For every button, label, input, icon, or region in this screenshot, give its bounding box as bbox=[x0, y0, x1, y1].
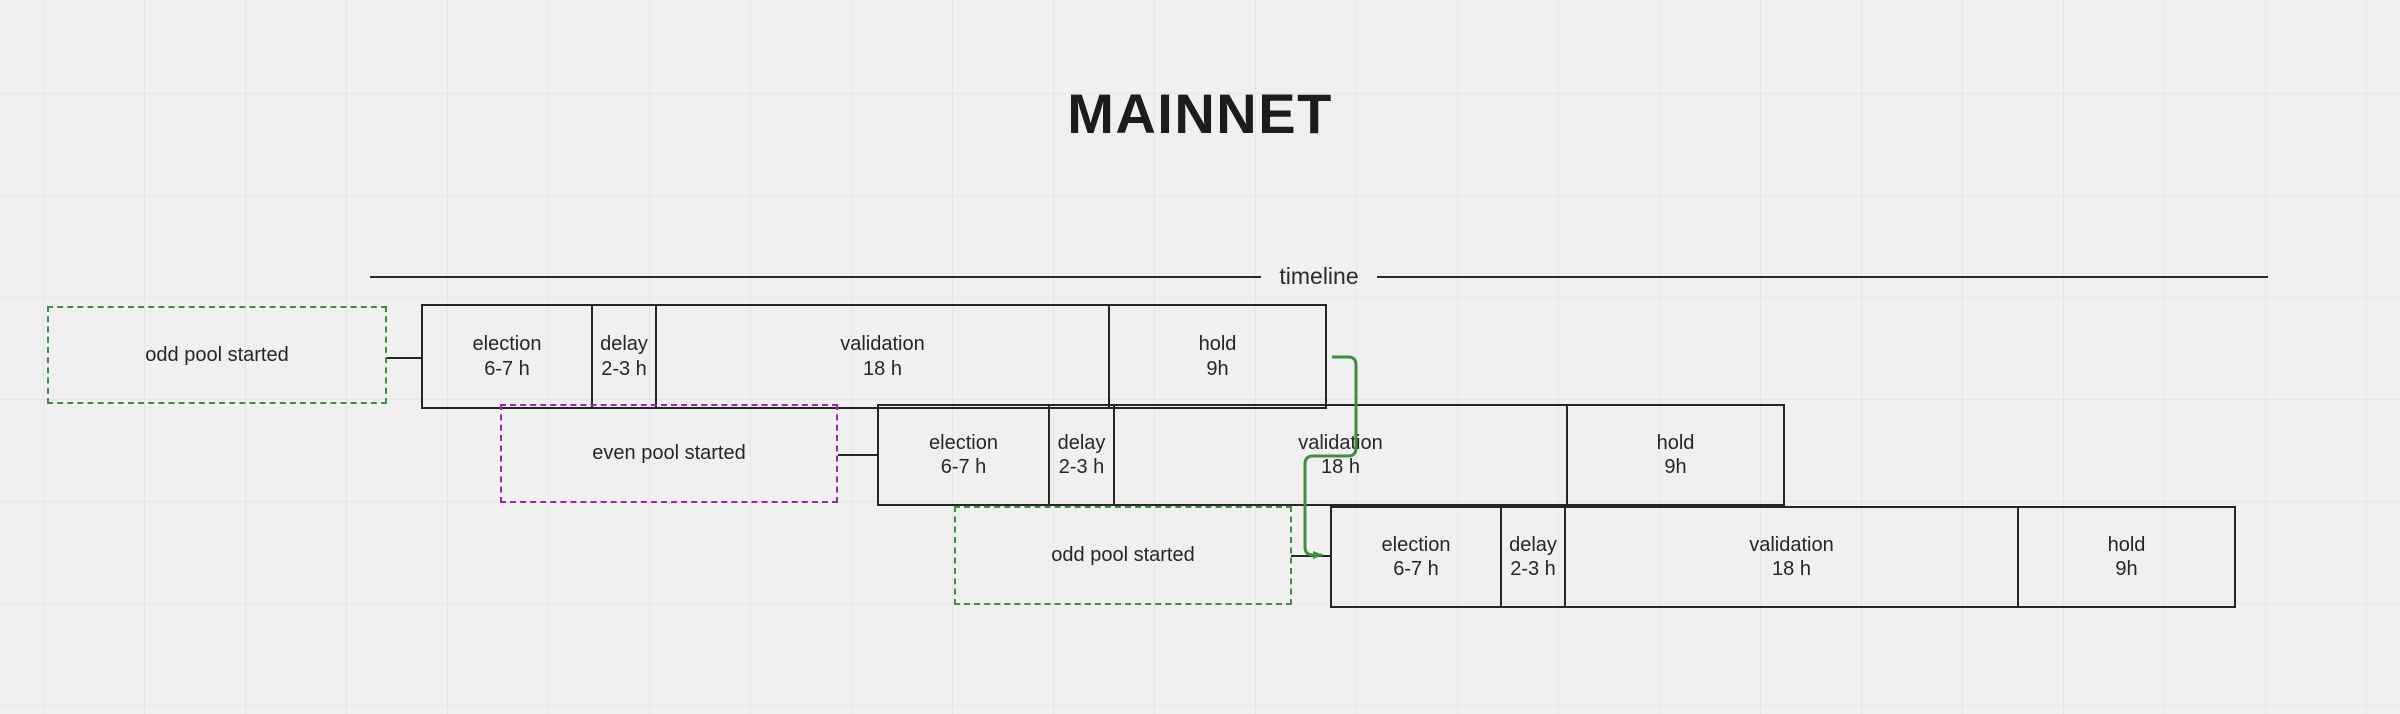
phase-duration: 9h bbox=[1664, 456, 1687, 478]
phase-name: election bbox=[1381, 533, 1451, 556]
page-title: MAINNET bbox=[1067, 82, 1333, 145]
phase-duration: 18 h bbox=[1772, 558, 1811, 580]
phase-name: delay bbox=[1509, 533, 1557, 556]
phase-duration: 6-7 h bbox=[940, 456, 987, 478]
phase-name: delay bbox=[1057, 431, 1106, 454]
note-even-pool-started: even pool started bbox=[500, 404, 838, 503]
note-label: odd pool started bbox=[1051, 544, 1195, 566]
phase-duration: 2-3 h bbox=[1510, 558, 1556, 580]
phase-election-3[interactable]: election 6-7 h bbox=[1330, 506, 1502, 608]
connector-note-1-to-row-1 bbox=[387, 357, 422, 359]
phase-name: election bbox=[929, 431, 998, 454]
timeline-label: timeline bbox=[1279, 262, 1359, 289]
phase-validation-2[interactable]: validation 18 h bbox=[1113, 404, 1568, 506]
note-label: odd pool started bbox=[145, 343, 289, 366]
phase-duration: 9h bbox=[2115, 558, 2138, 580]
phase-validation-3[interactable]: validation 18 h bbox=[1564, 506, 2019, 608]
note-label: even pool started bbox=[592, 442, 746, 464]
phase-name: hold bbox=[2107, 533, 2146, 556]
phase-duration: 18 h bbox=[863, 357, 902, 380]
phase-name: validation bbox=[1749, 533, 1834, 556]
connector-note-3-to-row-3 bbox=[1291, 555, 1331, 557]
phase-name: delay bbox=[600, 333, 648, 356]
timeline-rule-right bbox=[1376, 276, 2269, 278]
timeline-axis: timeline bbox=[370, 262, 2269, 289]
phase-validation-1[interactable]: validation 18 h bbox=[655, 304, 1110, 409]
phase-name: hold bbox=[1656, 431, 1695, 454]
connector-note-2-to-row-2 bbox=[838, 454, 878, 456]
phase-delay-2[interactable]: delay 2-3 h bbox=[1048, 404, 1115, 506]
phase-election-1[interactable]: election 6-7 h bbox=[421, 304, 593, 409]
phase-name: validation bbox=[840, 333, 925, 356]
phase-election-2[interactable]: election 6-7 h bbox=[877, 404, 1050, 506]
phase-hold-3[interactable]: hold 9h bbox=[2017, 506, 2236, 608]
phase-duration: 2-3 h bbox=[1058, 456, 1105, 478]
phase-row-1: election 6-7 h delay 2-3 h validation 18… bbox=[421, 304, 1327, 409]
phase-hold-2[interactable]: hold 9h bbox=[1566, 404, 1785, 506]
note-odd-pool-started-2: odd pool started bbox=[954, 506, 1292, 605]
phase-hold-1[interactable]: hold 9h bbox=[1108, 304, 1327, 409]
phase-row-2: election 6-7 h delay 2-3 h validation 18… bbox=[877, 404, 1785, 506]
note-odd-pool-started-1: odd pool started bbox=[47, 306, 387, 404]
phase-name: election bbox=[472, 333, 542, 356]
phase-duration: 18 h bbox=[1321, 456, 1360, 478]
phase-delay-1[interactable]: delay 2-3 h bbox=[591, 304, 657, 409]
phase-duration: 9h bbox=[1206, 357, 1229, 380]
phase-row-3: election 6-7 h delay 2-3 h validation 18… bbox=[1330, 506, 2236, 608]
phase-delay-3[interactable]: delay 2-3 h bbox=[1500, 506, 1566, 608]
phase-name: validation bbox=[1298, 431, 1383, 454]
phase-duration: 6-7 h bbox=[1393, 558, 1439, 580]
phase-duration: 2-3 h bbox=[601, 357, 647, 380]
timeline-rule-left bbox=[370, 276, 1262, 278]
phase-name: hold bbox=[1198, 333, 1237, 356]
phase-duration: 6-7 h bbox=[484, 357, 530, 380]
